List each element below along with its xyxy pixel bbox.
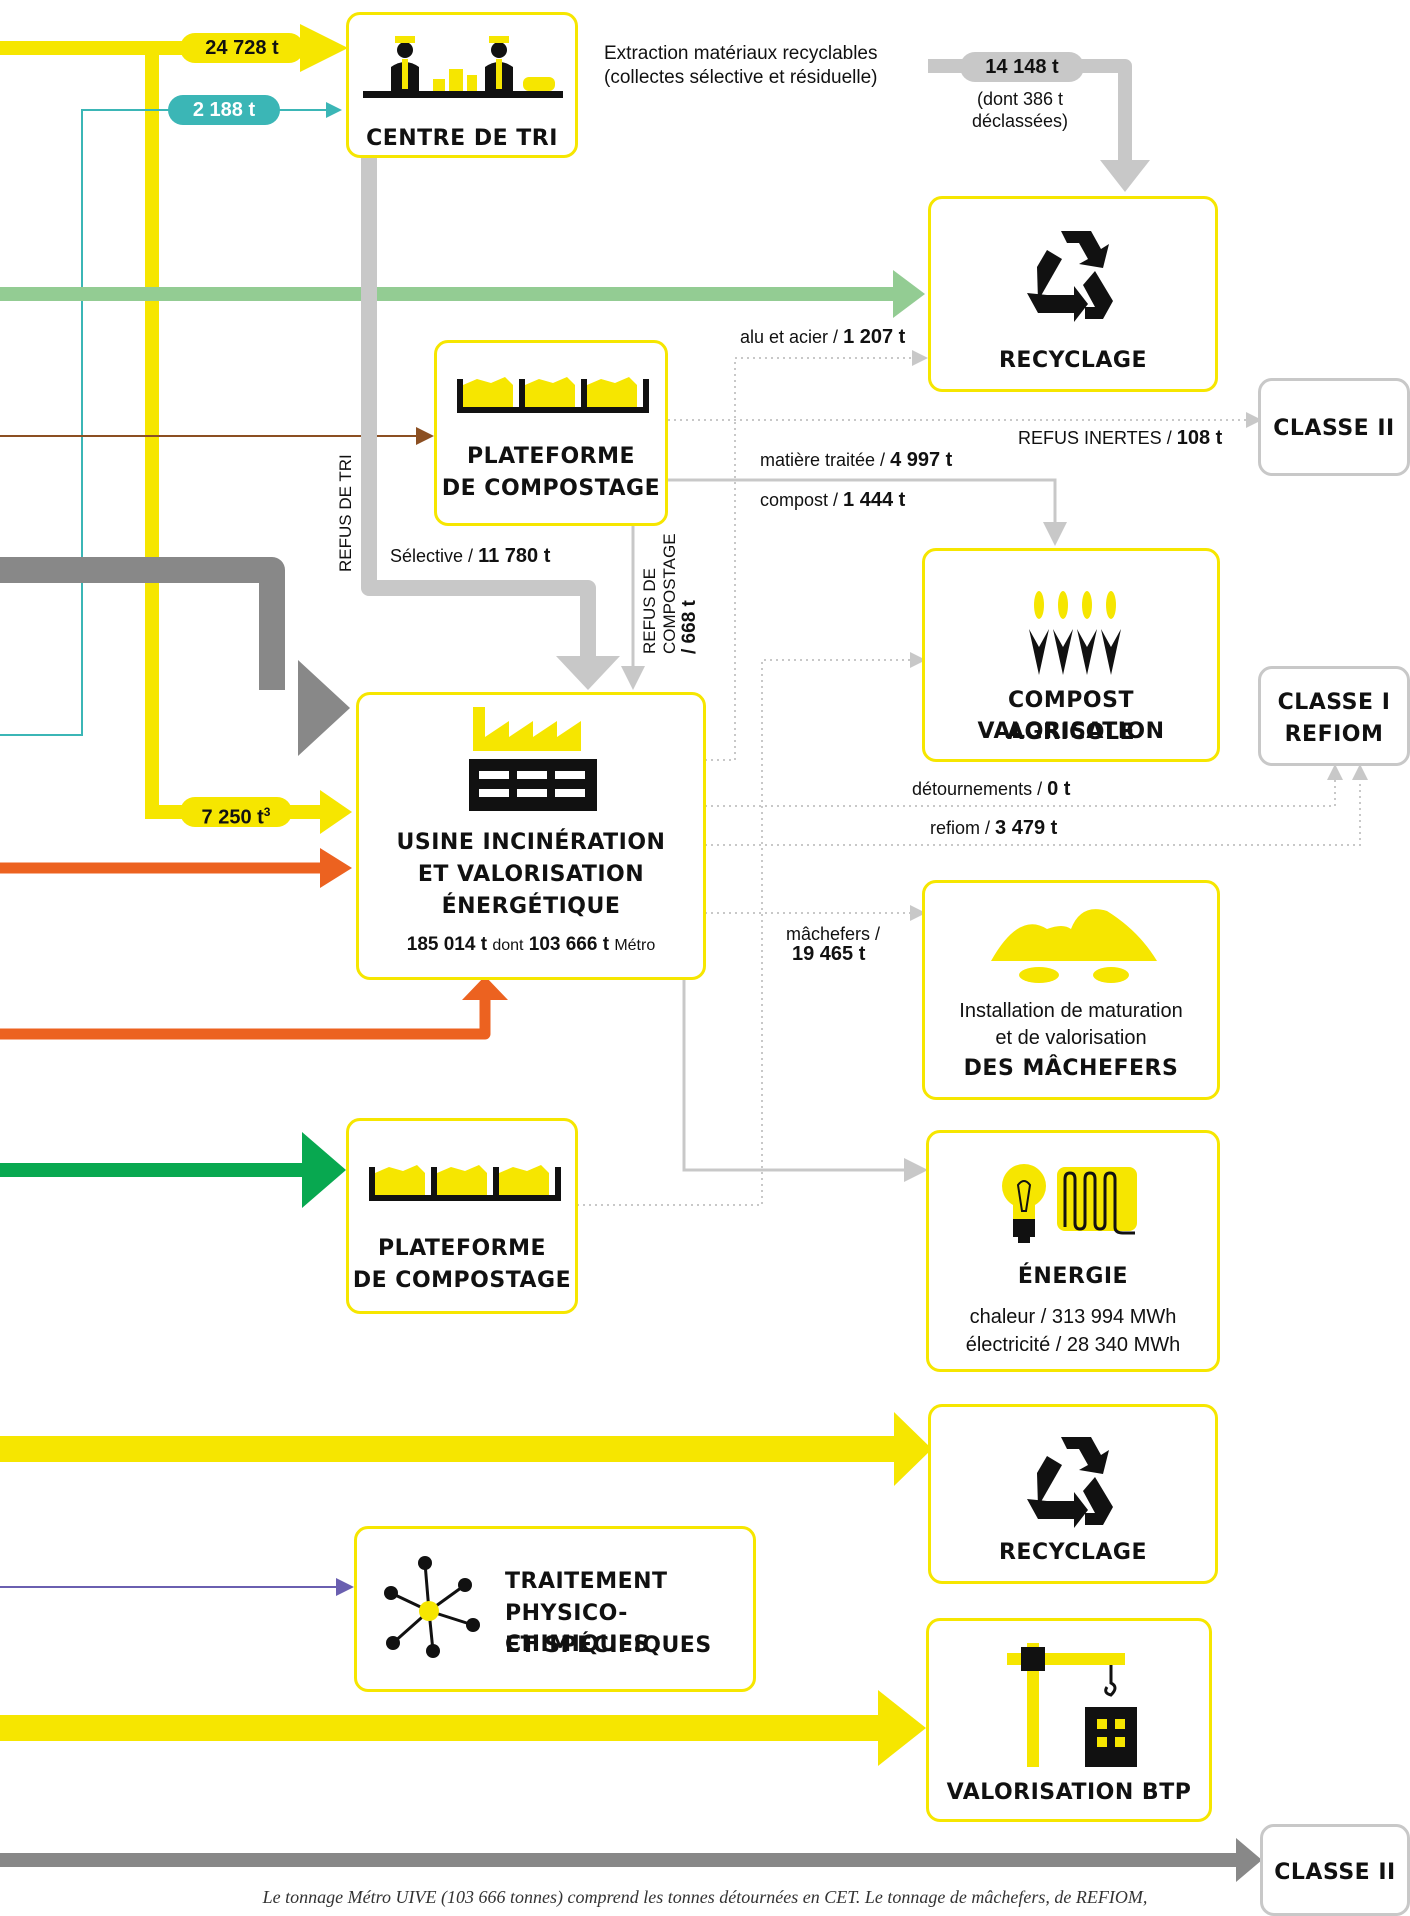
compost-bins-icon	[369, 1165, 561, 1201]
node-title: ÉNERGIE	[1017, 1264, 1129, 1289]
light-bulb-icon	[1002, 1164, 1046, 1243]
wheat-icon	[1029, 591, 1121, 675]
grey-refus-tri-flow	[361, 158, 620, 690]
orange-flows	[0, 848, 508, 1040]
matiere-traitee-label: matière traitée / 4 997 t	[760, 449, 953, 471]
teal-flow-line	[0, 102, 342, 736]
workers-sorting-icon	[363, 36, 563, 98]
node-title-line1: CLASSE I	[1277, 690, 1391, 715]
node-title-line2: PHYSICO-CHIMIQUES	[505, 1601, 650, 1657]
compost-valorisation-agricole-node: COMPOST VALORISATION AGRICOLE	[922, 548, 1220, 762]
plateforme-outputs	[668, 412, 1262, 546]
traitement-node: TRAITEMENT PHYSICO-CHIMIQUES ET SPÉCIFIQ…	[354, 1526, 756, 1692]
refus-inertes-label: REFUS INERTES / 108 t	[1018, 427, 1223, 449]
valorisation-btp-node: VALORISATION BTP	[926, 1618, 1212, 1822]
crane-building-icon	[1007, 1643, 1137, 1767]
energie-electricite: électricité / 28 340 MWh	[965, 1334, 1181, 1356]
node-title: RECYCLAGE	[998, 348, 1148, 373]
maturation-line2: et de valorisation	[995, 1027, 1147, 1049]
usine-incineration-node: USINE INCINÉRATION ET VALORISATION ÉNERG…	[356, 692, 706, 980]
node-title: CENTRE DE TRI	[366, 126, 558, 151]
recyclage-top-node: RECYCLAGE	[928, 196, 1218, 392]
compost-bins-icon	[457, 377, 649, 413]
green-flow	[0, 1132, 346, 1208]
yellow-flows-bottom	[0, 1412, 932, 1766]
node-title: VALORISATION BTP	[946, 1780, 1192, 1805]
node-title-line2: DE COMPOSTAGE	[352, 1268, 572, 1293]
usine-outputs	[577, 350, 1368, 1206]
refus-de-tri-label: REFUS DE TRI	[336, 454, 355, 572]
node-title: CLASSE II	[1273, 416, 1395, 441]
classe-ii-top-node: CLASSE II	[1258, 378, 1410, 476]
selective-label: Sélective / 11 780 t	[390, 545, 551, 567]
tonnage-pill-14148: 14 148 t	[960, 52, 1084, 82]
compost-label: compost / 1 444 t	[760, 489, 906, 511]
tonnage-pill-24728: 24 728 t	[180, 33, 304, 63]
recycle-icon	[1027, 1437, 1113, 1528]
node-title-line1: TRAITEMENT	[505, 1569, 668, 1594]
node-title-line2: DE COMPOSTAGE	[441, 476, 661, 501]
machefers-label: mâchefers /19 465 t	[786, 924, 881, 965]
classe-i-refiom-node: CLASSE I REFIOM	[1258, 666, 1410, 766]
node-title-line2: ET VALORISATION	[417, 862, 645, 887]
factory-icon	[469, 707, 597, 811]
node-title: CLASSE II	[1274, 1860, 1396, 1885]
node-title-line1: COMPOST VALORISATION	[977, 688, 1165, 744]
maturation-machefers-node: Installation de maturation et de valoris…	[922, 880, 1220, 1100]
extraction-label: Extraction matériaux recyclables(collect…	[604, 43, 878, 88]
maturation-line1: Installation de maturation	[959, 1000, 1183, 1022]
plateforme-compostage-2-node: PLATEFORME DE COMPOSTAGE	[346, 1118, 578, 1314]
radiator-icon	[1057, 1167, 1137, 1235]
tonnage-pill-7250: 7 250 t3	[180, 797, 292, 829]
energy-line	[682, 980, 928, 1182]
recycle-icon	[1027, 231, 1113, 322]
node-title-line1: PLATEFORME	[377, 1236, 547, 1261]
centre-de-tri-node: CENTRE DE TRI	[346, 12, 578, 158]
energie-chaleur: chaleur / 313 994 MWh	[969, 1306, 1177, 1328]
footnote: Le tonnage Métro UIVE (103 666 tonnes) c…	[262, 1887, 1148, 1907]
node-title-line2: REFIOM	[1284, 722, 1384, 747]
node-title-line1: USINE INCINÉRATION	[396, 830, 666, 855]
alu-acier-label: alu et acier / 1 207 t	[740, 326, 906, 348]
energie-node: ÉNERGIE chaleur / 313 994 MWh électricit…	[926, 1130, 1220, 1372]
detournements-label: détournements / 0 t	[912, 778, 1071, 800]
grey-flow-bottom	[0, 1838, 1262, 1882]
plateforme-compostage-1-node: PLATEFORME DE COMPOSTAGE	[434, 340, 668, 526]
node-title-line2: AGRICOLE	[1006, 720, 1136, 745]
node-title-line1: PLATEFORME	[466, 444, 636, 469]
recyclage-bottom-node: RECYCLAGE	[928, 1404, 1218, 1584]
node-title-line3: ÉNERGÉTIQUE	[441, 894, 621, 919]
green-light-flow	[0, 270, 925, 318]
molecule-icon	[384, 1556, 480, 1658]
tonnage-pill-2188: 2 188 t	[168, 95, 280, 125]
dark-grey-flow	[0, 557, 350, 756]
node-title: RECYCLAGE	[998, 1540, 1148, 1565]
classe-ii-bottom-node: CLASSE II	[1260, 1824, 1410, 1916]
node-title-line3: ET SPÉCIFIQUES	[505, 1633, 712, 1658]
usine-tonnage: 185 014 t dont 103 666 t Métro	[406, 934, 656, 955]
refiom-label: refiom / 3 479 t	[930, 817, 1058, 839]
node-title: DES MÂCHEFERS	[963, 1056, 1179, 1081]
slag-heaps-icon	[991, 909, 1157, 983]
